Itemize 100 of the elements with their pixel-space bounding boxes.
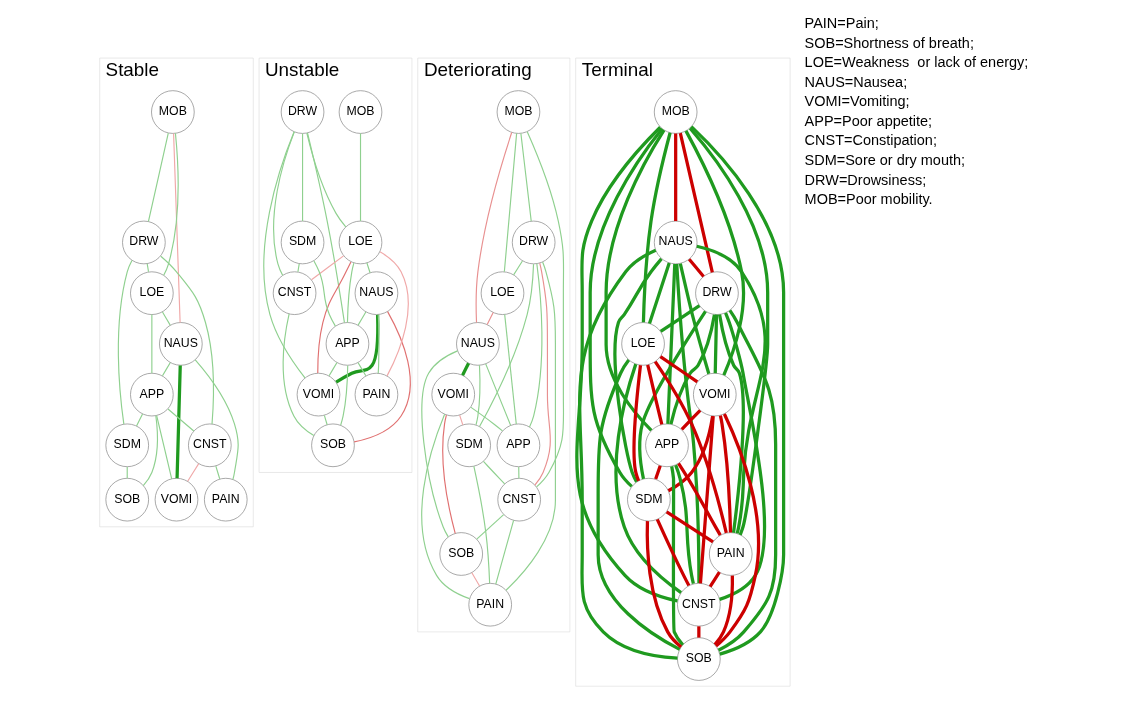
connector [151,314,153,374]
connector [297,263,300,273]
label: APP=Poor appetite; [804,112,933,129]
node-circle: NAUS [456,322,500,366]
connector [596,359,681,651]
connector [667,415,715,493]
connector [696,244,767,534]
connector [534,262,551,486]
connector [359,132,362,222]
connector [357,311,367,326]
connector [482,460,506,485]
connector [713,575,734,646]
node-circle: SDM [105,423,149,468]
node-circle: CNST [677,583,721,627]
connector [421,413,470,600]
connector [328,362,338,377]
connector [659,355,699,384]
connector [653,360,728,534]
node-circle: VOMI [154,477,199,522]
node-circle: PAIN [204,477,248,522]
node-circle: MOB [496,90,541,134]
connector [578,248,678,660]
node-circle: SDM [280,220,325,265]
node-circle: LOE [480,271,525,315]
connector [146,263,150,273]
node-circle: PAIN [709,532,753,576]
node-circle: SOB [677,637,721,681]
connector [718,415,733,533]
label: MOB=Poor mobility. [804,191,933,208]
connector [680,409,702,431]
connector [175,365,182,479]
connector [317,261,352,374]
node-circle: CNST [497,477,541,522]
connector [708,571,721,588]
connector [654,465,662,480]
connector [167,408,195,432]
connector [659,304,701,333]
connector [675,263,701,584]
connector [357,362,367,377]
connector [485,363,512,426]
connector [263,131,306,379]
connector [459,414,464,426]
connector [647,262,671,324]
node-circle: SOB [105,477,149,522]
connector [313,260,336,327]
label: SDM=Sore or dry mouth; [804,151,966,168]
connector [421,350,459,538]
label: LOE=Weakness or lack of energy; [804,54,1029,71]
label: NAUS=Nausea; [804,73,908,90]
connector [163,132,179,276]
connector [442,414,456,534]
node-circle: PAIN [468,583,512,627]
connector [353,311,411,443]
connector [513,260,523,276]
connector [503,132,518,273]
connector [690,125,786,656]
label: PAIN=Pain; [804,15,879,32]
connector [526,131,565,488]
node-circle: MOB [151,90,195,134]
label: DRW=Drowsiness; [804,171,927,188]
node-circle: SDM [447,423,491,468]
connector [161,362,171,377]
node-circle: LOE [130,271,174,315]
connector [306,132,347,228]
connector [670,466,685,646]
node-circle: LOE [338,220,383,265]
node-circle: PAIN [354,372,399,417]
node-circle: APP [496,423,541,468]
connector [677,462,722,536]
connector [645,521,683,649]
connector [476,513,505,540]
connector [495,519,515,585]
node-circle: APP [645,423,689,468]
connector [475,131,513,324]
connector [160,255,214,425]
connector [282,313,315,437]
connector [147,132,169,222]
connector [713,314,719,374]
connector [470,406,503,432]
connector [719,312,767,601]
node-circle: MOB [338,90,383,134]
connector [346,262,355,323]
node-circle: MOB [653,90,698,134]
node-circle: APP [325,322,370,366]
connector [678,263,711,375]
connector [161,311,171,326]
connector [478,263,535,428]
connector [717,314,745,533]
node-circle: DRW [695,271,739,315]
connector [641,132,672,323]
connector [674,133,678,222]
connector [505,261,556,591]
connector [632,365,643,482]
connector [697,626,701,638]
connector [678,132,714,273]
node-circle: SOB [439,532,483,576]
connector [142,415,158,487]
connector [215,465,221,480]
connector [684,130,746,376]
connector [301,132,304,222]
